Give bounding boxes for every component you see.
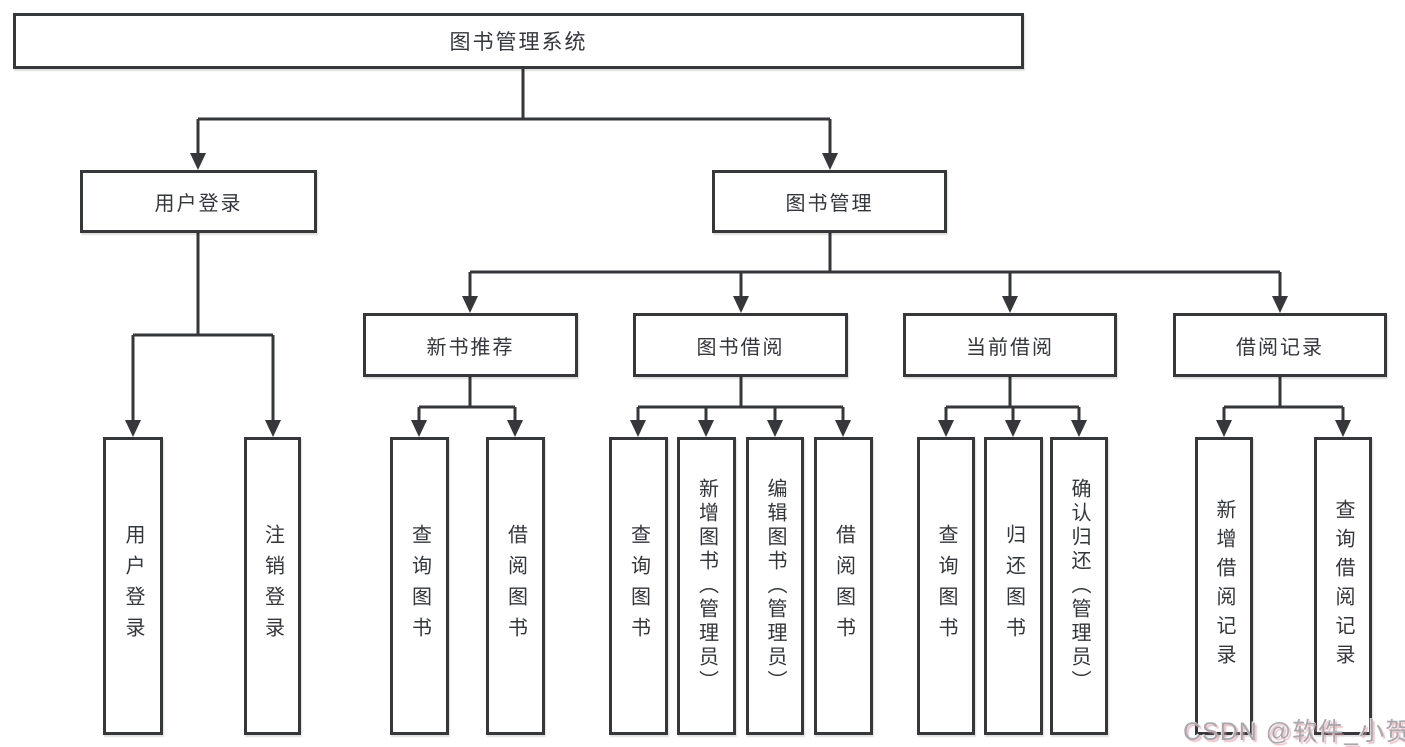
arrowhead-leaf-query-borrow-record bbox=[1335, 420, 1351, 437]
arrowhead-new-book-recommend bbox=[462, 296, 478, 313]
arrowhead-leaf-confirm-return bbox=[1071, 420, 1087, 437]
arrowhead-leaf-query-books-1 bbox=[411, 420, 427, 437]
connector-user-login-children bbox=[131, 233, 275, 420]
node-borrow-records: 借阅记录 bbox=[1173, 313, 1387, 377]
arrowhead-user-login bbox=[190, 153, 206, 170]
connector-book-borrow-children bbox=[636, 377, 845, 420]
node-current-borrow: 当前借阅 bbox=[903, 313, 1117, 377]
node-user-login: 用户登录 bbox=[80, 170, 317, 233]
arrowhead-leaf-query-books-3 bbox=[938, 420, 954, 437]
arrowhead-borrow-records bbox=[1272, 296, 1288, 313]
arrowhead-leaf-add-borrow-record bbox=[1216, 420, 1232, 437]
arrowhead-current-borrow bbox=[1002, 296, 1018, 313]
arrowhead-leaf-query-books-2 bbox=[630, 420, 646, 437]
node-new-book-recommend: 新书推荐 bbox=[363, 313, 578, 377]
leaf-add-borrow-record: 新增借阅记录 bbox=[1195, 437, 1253, 735]
leaf-edit-book-admin: 编辑图书（管理员） bbox=[746, 437, 804, 735]
node-book-management: 图书管理 bbox=[712, 170, 947, 233]
arrowhead-leaf-user-login bbox=[125, 420, 141, 437]
leaf-borrow-books-2: 借阅图书 bbox=[814, 437, 873, 735]
connector-root-to-level2 bbox=[196, 69, 832, 153]
node-library-management-system: 图书管理系统 bbox=[13, 13, 1024, 69]
leaf-borrow-books-1: 借阅图书 bbox=[486, 437, 545, 735]
connector-current-borrow-children bbox=[944, 377, 1081, 420]
arrowhead-leaf-borrow-books-2 bbox=[835, 420, 851, 437]
arrowhead-leaf-return-books bbox=[1005, 420, 1021, 437]
arrowhead-leaf-add-book bbox=[698, 420, 714, 437]
connector-book-management-children bbox=[468, 233, 1282, 296]
leaf-query-books-1: 查询图书 bbox=[390, 437, 449, 735]
connector-borrow-records-children bbox=[1222, 377, 1345, 420]
arrowhead-book-management bbox=[822, 153, 838, 170]
arrowhead-leaf-borrow-books-1 bbox=[507, 420, 523, 437]
leaf-query-books-2: 查询图书 bbox=[609, 437, 668, 735]
leaf-add-book-admin: 新增图书（管理员） bbox=[677, 437, 736, 735]
connector-new-book-recommend-children bbox=[417, 377, 517, 420]
arrowhead-leaf-edit-book bbox=[767, 420, 783, 437]
leaf-confirm-return-admin: 确认归还（管理员） bbox=[1050, 437, 1108, 735]
leaf-user-login: 用户登录 bbox=[103, 437, 163, 735]
leaf-return-books: 归还图书 bbox=[984, 437, 1043, 735]
leaf-query-borrow-record: 查询借阅记录 bbox=[1314, 437, 1372, 735]
arrowhead-leaf-logout bbox=[265, 420, 281, 437]
leaf-query-books-3: 查询图书 bbox=[917, 437, 975, 735]
csdn-watermark: CSDN @软件_小贺同学 bbox=[1183, 718, 1405, 746]
arrowhead-book-borrow bbox=[733, 296, 749, 313]
leaf-logout: 注销登录 bbox=[244, 437, 301, 735]
node-book-borrow: 图书借阅 bbox=[633, 313, 848, 377]
